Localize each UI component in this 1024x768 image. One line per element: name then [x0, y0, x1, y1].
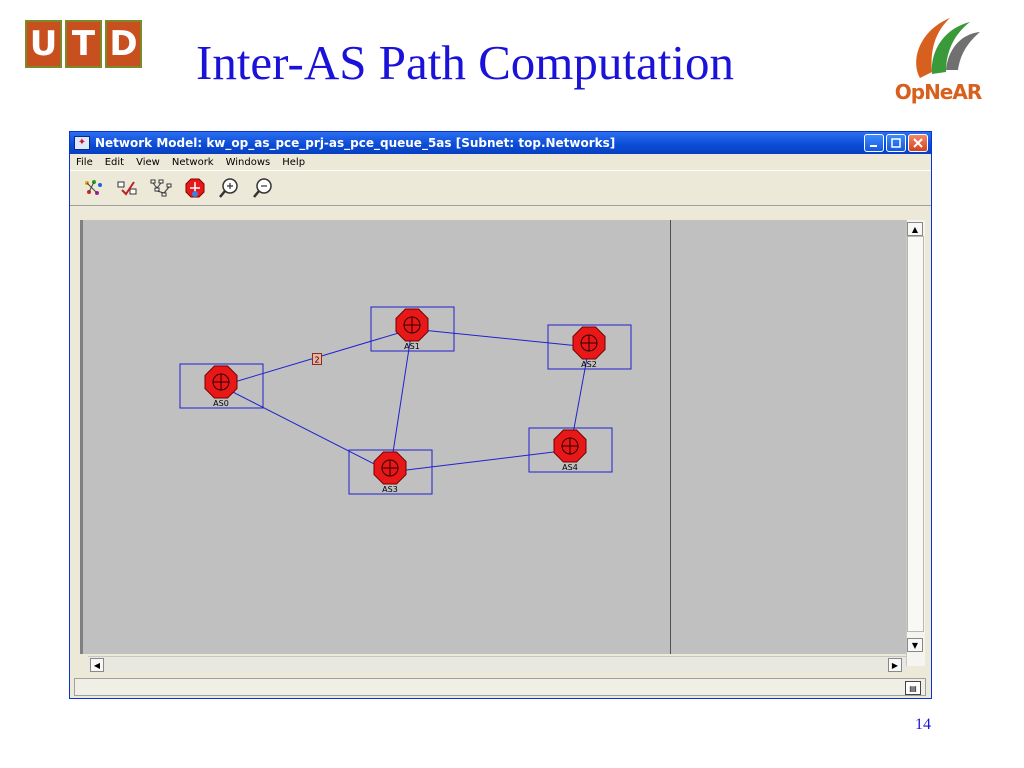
zoom-in-icon [219, 178, 238, 198]
router-arrows [213, 374, 229, 390]
node-selection-box [179, 363, 264, 409]
menu-view[interactable]: View [136, 156, 160, 168]
page-number: 14 [915, 716, 931, 733]
window-title: Network Model: kw_op_as_pce_prj-as_pce_q… [95, 136, 616, 150]
node-as1[interactable]: AS1 [370, 306, 455, 352]
scroll-down-arrow[interactable]: ▼ [907, 638, 923, 652]
scroll-right-arrow[interactable]: ▶ [888, 658, 902, 672]
minimize-button[interactable] [864, 134, 884, 152]
node-as0[interactable]: AS0 [179, 363, 264, 409]
status-bar: ▤ [74, 678, 926, 696]
object-palette-icon [85, 180, 102, 195]
maximize-button[interactable] [886, 134, 906, 152]
rapid-config-icon [150, 179, 172, 197]
node-label: AS0 [213, 399, 229, 408]
link-AS1-AS3[interactable] [389, 328, 413, 473]
opnear-swirl-icon [916, 18, 980, 78]
window-titlebar[interactable]: ✦ Network Model: kw_op_as_pce_prj-as_pce… [70, 132, 931, 154]
node-as2[interactable]: AS2 [547, 324, 632, 370]
link-AS0-AS3[interactable] [220, 385, 391, 473]
router-arrows [382, 460, 398, 476]
rapid-config-button[interactable] [150, 177, 172, 199]
link-marker-box [312, 353, 322, 365]
horizontal-scrollbar[interactable]: ◀ ▶ [88, 656, 906, 673]
menu-help[interactable]: Help [282, 156, 306, 168]
slide-title: Inter-AS Path Computation [196, 35, 734, 90]
opnear-logo-text: OpNeAR [894, 80, 983, 104]
utd-logo-letter: U [25, 20, 62, 68]
router-arrows [404, 317, 420, 333]
verify-links-button[interactable] [116, 177, 138, 199]
node-as3[interactable]: AS3 [348, 449, 433, 495]
canvas-divider [670, 220, 671, 654]
menu-windows[interactable]: Windows [225, 156, 271, 168]
message-log-icon[interactable]: ▤ [905, 681, 921, 695]
router-arrows [581, 335, 597, 351]
utd-logo: U T D [25, 20, 142, 68]
link-marker[interactable]: 2 [312, 353, 322, 365]
failure-recovery-button[interactable] [184, 177, 206, 199]
vertical-scrollbar[interactable]: ▲ ▼ [906, 220, 925, 666]
vertical-scroll-thumb[interactable] [907, 236, 924, 632]
node-selection-box [370, 306, 455, 352]
zoom-out-button[interactable] [252, 177, 274, 199]
app-icon: ✦ [74, 136, 90, 150]
node-as4[interactable]: AS4 [528, 427, 613, 473]
verify-links-icon [117, 181, 137, 196]
minimize-icon [870, 145, 877, 147]
network-model-window[interactable]: ✦ Network Model: kw_op_as_pce_prj-as_pce… [69, 131, 932, 699]
node-selection-box [528, 427, 613, 473]
close-icon [913, 138, 923, 148]
menu-bar: File Edit View Network Windows Help [70, 154, 931, 170]
object-palette-button[interactable] [82, 177, 104, 199]
node-label: AS4 [562, 463, 578, 472]
utd-logo-letter: D [105, 20, 142, 68]
close-button[interactable] [908, 134, 928, 152]
maximize-icon [891, 138, 901, 148]
link-AS3-AS4[interactable] [389, 449, 571, 473]
zoom-out-icon [253, 178, 272, 198]
node-selection-box [547, 324, 632, 370]
failure-recovery-icon [185, 178, 205, 198]
utd-logo-letter: T [65, 20, 102, 68]
link-marker-label: 2 [314, 356, 319, 365]
node-label: AS1 [404, 342, 420, 351]
menu-file[interactable]: File [76, 156, 93, 168]
zoom-in-button[interactable] [218, 177, 240, 199]
toolbar [70, 170, 931, 206]
scroll-up-arrow[interactable]: ▲ [907, 222, 923, 236]
node-label: AS3 [382, 485, 398, 494]
menu-edit[interactable]: Edit [104, 156, 125, 168]
scroll-left-arrow[interactable]: ◀ [90, 658, 104, 672]
node-label: AS2 [581, 360, 597, 369]
router-arrows [562, 438, 578, 454]
menu-network[interactable]: Network [171, 156, 214, 168]
opnear-logo: OpNeAR [890, 10, 986, 110]
link-AS1-AS2[interactable] [411, 328, 590, 348]
node-selection-box [348, 449, 433, 495]
